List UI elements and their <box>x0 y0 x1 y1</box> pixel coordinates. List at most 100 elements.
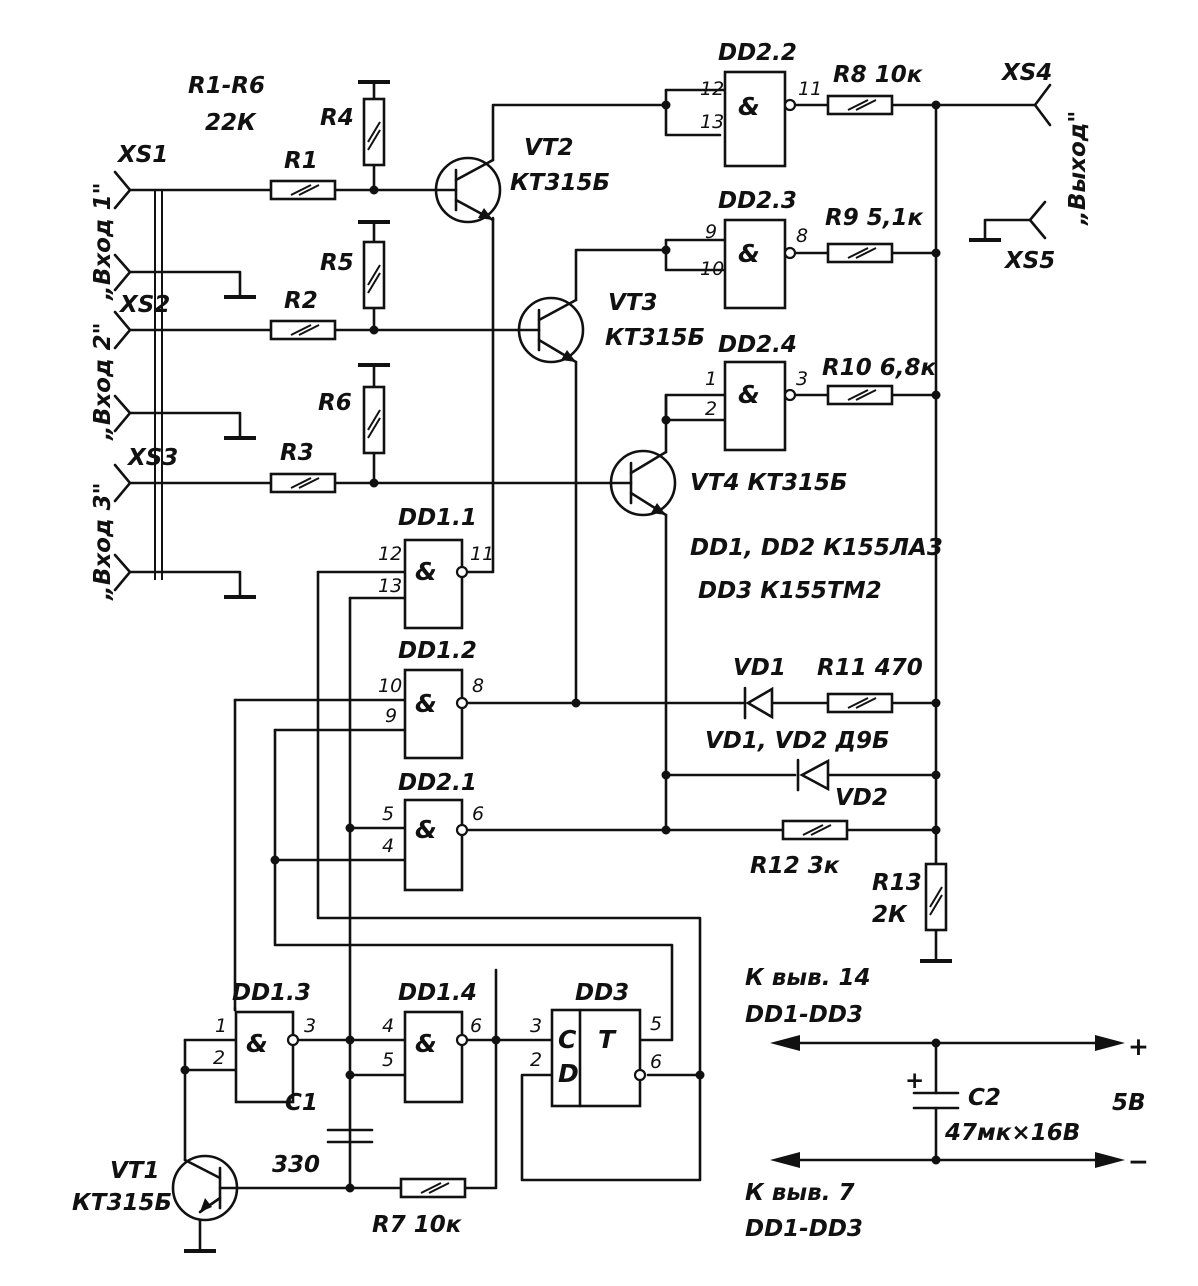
supply-arrows <box>770 1035 1125 1168</box>
pin-dd1-4-a: 4 <box>382 1015 394 1037</box>
pin-dd2-4-b: 2 <box>705 398 717 420</box>
resistor-r6 <box>362 385 386 455</box>
label-r13-value: 2К <box>872 902 908 928</box>
resistor-r9 <box>826 242 894 264</box>
resistor-r13 <box>924 862 948 932</box>
label-r7: R7 10к <box>372 1212 463 1238</box>
label-xs5: XS5 <box>1003 248 1055 274</box>
label-vd-note: VD1, VD2 Д9Б <box>705 728 890 754</box>
label-vt3: VT3 <box>608 290 658 316</box>
pin-dd1-3-b: 2 <box>213 1047 225 1069</box>
flipflop-dd3 <box>550 1008 647 1108</box>
label-dd1-1: DD1.1 <box>398 505 477 531</box>
pin-dd1-2-b: 9 <box>385 705 397 727</box>
label-r3: R3 <box>280 440 314 466</box>
label-supply-plus: + <box>1128 1032 1149 1061</box>
label-r12: R12 3к <box>750 853 841 879</box>
label-r1-r6-value: 22К <box>205 110 257 136</box>
nand-symbol-dd1-4: & <box>415 1029 437 1058</box>
label-supply-voltage: 5В <box>1112 1090 1146 1116</box>
pin-dd2-1-a: 5 <box>382 803 394 825</box>
label-dd3: DD3 <box>575 980 629 1006</box>
pin-dd2-3-b: 10 <box>700 258 724 280</box>
dd3-c-label: C <box>558 1025 577 1054</box>
resistor-r12 <box>781 819 849 841</box>
gate-dd1-1 <box>403 538 469 630</box>
resistor-r7 <box>399 1177 467 1199</box>
gate-dd1-2 <box>403 668 469 760</box>
pin-dd1-3-a: 1 <box>215 1015 227 1037</box>
label-r6: R6 <box>318 390 352 416</box>
label-xs1: XS1 <box>116 142 168 168</box>
pin-dd1-1-a: 12 <box>378 543 402 565</box>
gate-dd2-2 <box>723 70 797 168</box>
pin-dd2-2-out: 11 <box>798 78 822 100</box>
nand-symbol-dd1-2: & <box>415 689 437 718</box>
resistor-r3 <box>269 472 337 494</box>
gate-dd1-4 <box>403 1010 469 1104</box>
nand-symbol-dd2-2: & <box>738 92 760 121</box>
capacitor-c2 <box>912 1091 960 1110</box>
nand-symbol-dd2-1: & <box>415 815 437 844</box>
transistor-vt2 <box>434 156 502 224</box>
label-dd1-2: DD1.2 <box>398 638 477 664</box>
label-xs3: XS3 <box>126 445 178 471</box>
pin-dd3-q: 5 <box>650 1013 662 1035</box>
jack-xs3 <box>113 463 132 503</box>
transistor-vt4 <box>609 449 677 517</box>
label-input3: „Вход 3" <box>90 482 116 601</box>
pin-dd3-c: 3 <box>530 1015 542 1037</box>
label-xs4: XS4 <box>1000 60 1052 86</box>
label-r9: R9 5,1к <box>825 205 924 231</box>
pin-dd1-3-out: 3 <box>304 1015 316 1037</box>
label-dd1-3: DD1.3 <box>232 980 311 1006</box>
pin-dd1-2-out: 8 <box>472 675 484 697</box>
label-c2-value: 47мк×16В <box>944 1120 1080 1146</box>
jacks <box>113 83 1052 592</box>
pin-dd1-1-b: 13 <box>378 575 402 597</box>
pin-dd1-1-out: 11 <box>470 543 494 565</box>
label-c2-plus: + <box>905 1068 924 1094</box>
label-vt2-type: КТ315Б <box>510 170 610 196</box>
label-ic-note2: DD3 К155ТМ2 <box>698 578 882 604</box>
label-dd2-1: DD2.1 <box>398 770 477 796</box>
pin-dd3-nq: 6 <box>650 1051 662 1073</box>
diode-vd1 <box>738 686 774 720</box>
pin-dd2-3-a: 9 <box>705 221 717 243</box>
pin-dd2-1-b: 4 <box>382 835 394 857</box>
label-vd2: VD2 <box>835 785 888 811</box>
nand-symbol-dd1-1: & <box>415 557 437 586</box>
nand-symbol-dd2-4: & <box>738 380 760 409</box>
diode-vd2 <box>796 758 830 792</box>
label-vt1: VT1 <box>110 1158 160 1184</box>
label-c1-value: 330 <box>272 1152 320 1178</box>
label-pin7-line1: К выв. 7 <box>745 1180 854 1206</box>
nand-symbol-dd1-3: & <box>246 1029 268 1058</box>
label-vt2: VT2 <box>524 135 574 161</box>
label-input1: „Вход 1" <box>90 182 116 301</box>
label-vd1: VD1 <box>733 655 786 681</box>
pin-dd2-3-out: 8 <box>796 225 808 247</box>
label-input2: „Вход 2" <box>90 322 116 441</box>
pin-dd2-2-a: 12 <box>700 78 724 100</box>
label-xs2: XS2 <box>118 292 170 318</box>
label-output: „Выход" <box>1065 111 1091 226</box>
label-vt1-type: КТ315Б <box>72 1190 172 1216</box>
label-dd2-3: DD2.3 <box>718 188 797 214</box>
label-r5: R5 <box>320 250 354 276</box>
label-vt4: VT4 КТ315Б <box>690 470 848 496</box>
pin-dd2-1-out: 6 <box>472 803 484 825</box>
pin-dd2-4-a: 1 <box>705 368 717 390</box>
label-dd1-4: DD1.4 <box>398 980 477 1006</box>
pin-dd1-2-a: 10 <box>378 675 402 697</box>
transistor-vt1 <box>171 1154 239 1222</box>
pin-dd1-4-out: 6 <box>470 1015 482 1037</box>
jack-xs4 <box>1033 83 1052 127</box>
gate-dd1-3 <box>234 1010 300 1104</box>
capacitor-c1 <box>326 1128 374 1144</box>
label-dd2-4: DD2.4 <box>718 332 797 358</box>
label-c2: C2 <box>968 1085 1001 1111</box>
label-r13: R13 <box>872 870 922 896</box>
transistor-vt3 <box>516 296 585 364</box>
label-pin14-line1: К выв. 14 <box>745 965 870 991</box>
